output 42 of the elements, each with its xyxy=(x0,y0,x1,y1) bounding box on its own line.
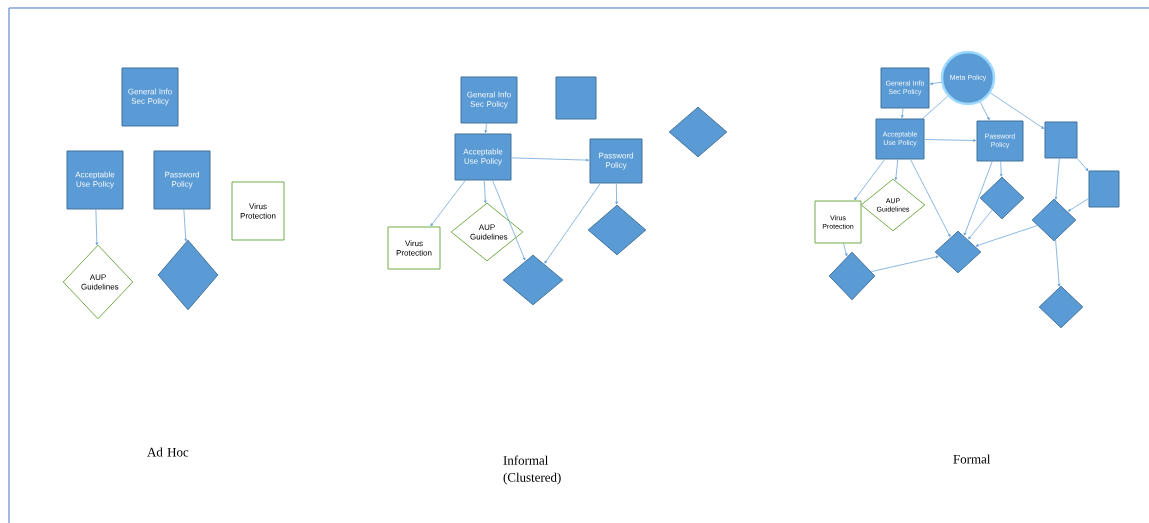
decision-diamond xyxy=(934,230,982,274)
arrow xyxy=(910,159,951,237)
arrow xyxy=(999,161,1003,177)
arrow xyxy=(901,108,904,118)
arrow xyxy=(924,139,976,142)
formal-caption: Formal xyxy=(953,454,991,464)
decision-diamond xyxy=(502,254,564,306)
informal-caption: Informal (Clustered) xyxy=(503,455,561,485)
arrow xyxy=(963,161,993,236)
decision-diamond xyxy=(979,176,1025,220)
process-box xyxy=(1044,121,1078,159)
arrow xyxy=(511,157,589,162)
process-box xyxy=(555,76,597,120)
arrow xyxy=(95,209,99,246)
arrow xyxy=(1055,239,1061,287)
decision-diamond xyxy=(828,251,876,301)
ad-hoc-caption: Ad Hoc xyxy=(147,447,189,457)
decision-diamond xyxy=(668,106,728,158)
arrow xyxy=(990,92,1045,129)
arrow xyxy=(483,180,487,204)
arrow xyxy=(968,209,993,240)
arrow xyxy=(183,209,188,242)
arrow xyxy=(870,255,939,272)
decision-diamond xyxy=(587,204,647,256)
arrow xyxy=(1054,158,1060,200)
arrow xyxy=(894,159,899,181)
decision-diamond xyxy=(157,239,219,311)
arrow xyxy=(430,180,466,227)
arrow xyxy=(492,180,526,261)
arrow xyxy=(615,183,618,205)
decision-diamond xyxy=(1031,198,1077,242)
arrow xyxy=(843,243,848,257)
process-box xyxy=(1088,170,1120,208)
arrow xyxy=(1068,198,1089,212)
arrow xyxy=(975,225,1038,247)
arrow xyxy=(544,183,601,264)
arrow xyxy=(1076,158,1089,172)
arrow xyxy=(930,81,942,85)
arrow xyxy=(980,101,990,121)
arrow xyxy=(854,159,886,201)
decision-diamond xyxy=(1038,285,1084,329)
arrow xyxy=(484,123,488,133)
